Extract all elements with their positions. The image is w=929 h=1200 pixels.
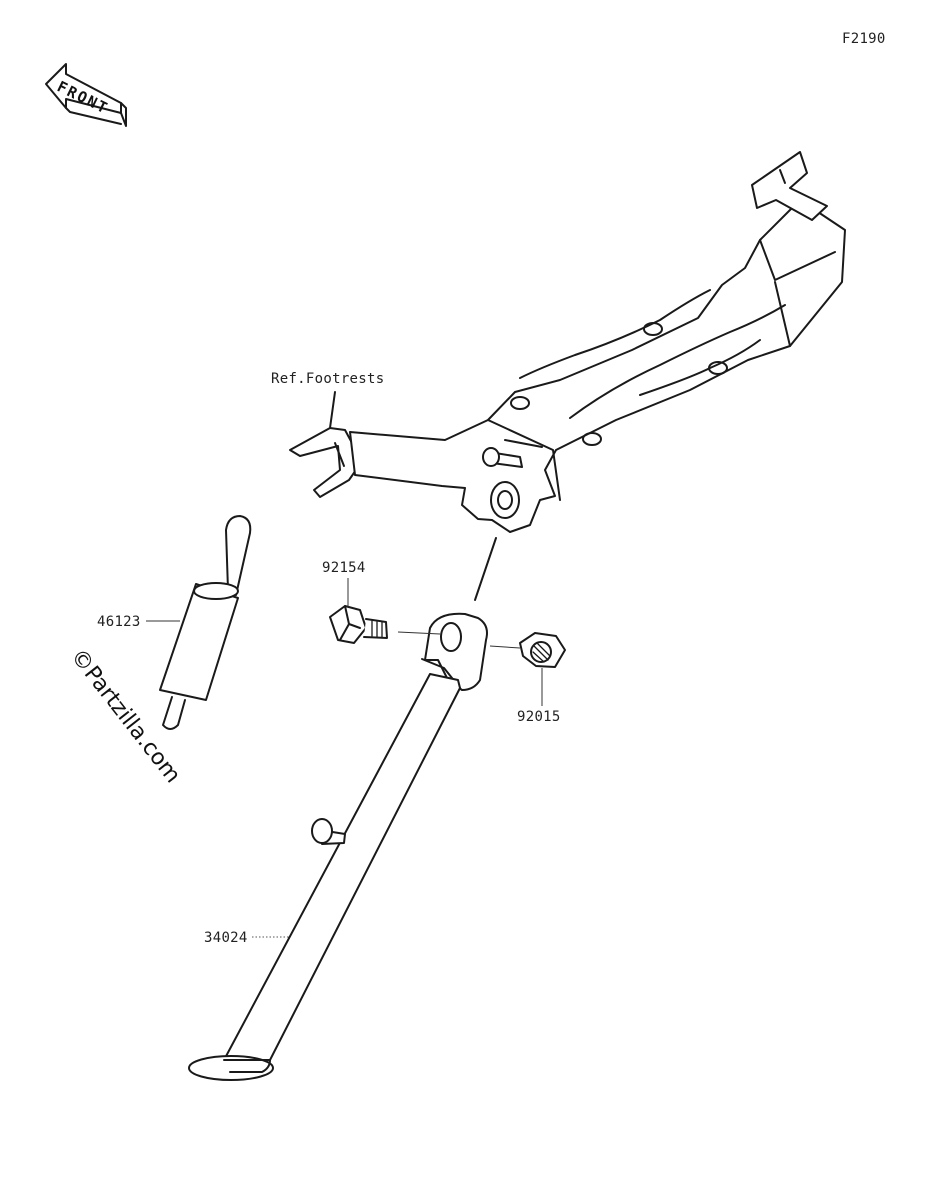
side-stand (188, 612, 488, 1081)
callout-34024: 34024 (204, 930, 248, 946)
callout-92154: 92154 (322, 560, 366, 576)
callout-92015: 92015 (517, 709, 561, 725)
bolt-axis-line (397, 631, 441, 635)
assembly-line (474, 537, 497, 601)
nut-axis-line (489, 645, 521, 649)
spring (159, 515, 252, 730)
nut (519, 632, 566, 668)
callout-46123: 46123 (97, 614, 141, 630)
callout-ref-footrests: Ref.Footrests (271, 371, 384, 387)
figure-code: F2190 (842, 31, 886, 47)
front-arrow-icon: FRONT (45, 63, 127, 127)
stand-bracket-frame (289, 151, 846, 533)
pivot-bolt (329, 605, 388, 644)
